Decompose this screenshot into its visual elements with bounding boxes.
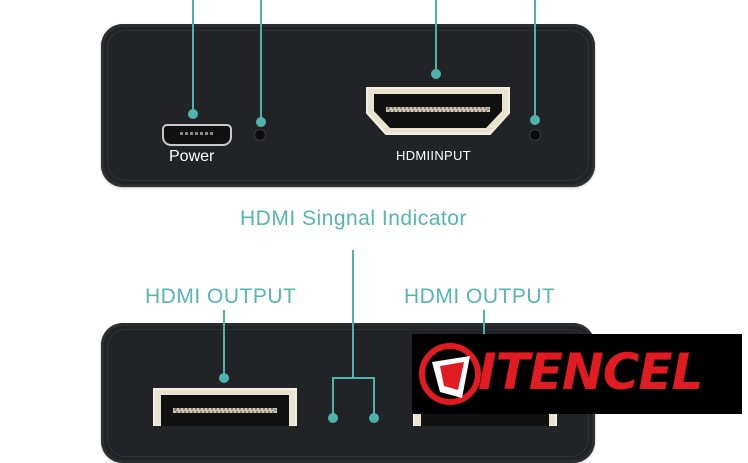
product-diagram: Power HDMIINPUT HDMI Singnal Indicator H…	[101, 0, 742, 463]
hdmi-output-left-port	[153, 388, 297, 426]
hdmi-input-callout-line	[435, 0, 437, 74]
signal-indicator-fork-right	[373, 377, 375, 417]
signal-indicator-fork	[332, 377, 374, 379]
signal-indicator-callout-line	[352, 250, 354, 378]
hdmi-output-left-label: HDMI OUTPUT	[145, 285, 297, 308]
hdmi-output-left-callout-dot	[219, 373, 229, 383]
signal-led-callout-dot	[530, 115, 540, 125]
power-callout-dot	[188, 109, 198, 119]
itencel-logo-text: ITENCEL	[478, 343, 703, 401]
itencel-logo: ITENCEL	[412, 334, 742, 414]
power-callout-line	[192, 0, 194, 114]
hdmi-input-port	[366, 87, 510, 135]
power-led-indicator	[255, 130, 265, 140]
signal-indicator-dot-right	[369, 413, 379, 423]
signal-indicator-fork-left	[332, 377, 334, 417]
power-label: Power	[169, 148, 215, 165]
splitter-front-panel	[101, 24, 595, 187]
hdmi-output-right-label: HDMI OUTPUT	[404, 285, 556, 308]
power-led-callout-dot	[256, 117, 266, 127]
hdmi-output-right-callout-line	[483, 310, 485, 340]
hdmi-signal-indicator-label: HDMI Singnal Indicator	[240, 207, 467, 230]
signal-indicator-dot-left	[328, 413, 338, 423]
itencel-logo-emblem-icon	[419, 343, 481, 405]
hdmi-input-callout-dot	[431, 69, 441, 79]
signal-led-indicator	[530, 130, 540, 140]
signal-led-callout-line	[534, 0, 536, 120]
micro-usb-power-port	[162, 124, 232, 146]
hdmi-input-label: HDMIINPUT	[396, 148, 471, 163]
power-led-callout-line	[260, 0, 262, 122]
hdmi-output-left-callout-line	[223, 310, 225, 378]
